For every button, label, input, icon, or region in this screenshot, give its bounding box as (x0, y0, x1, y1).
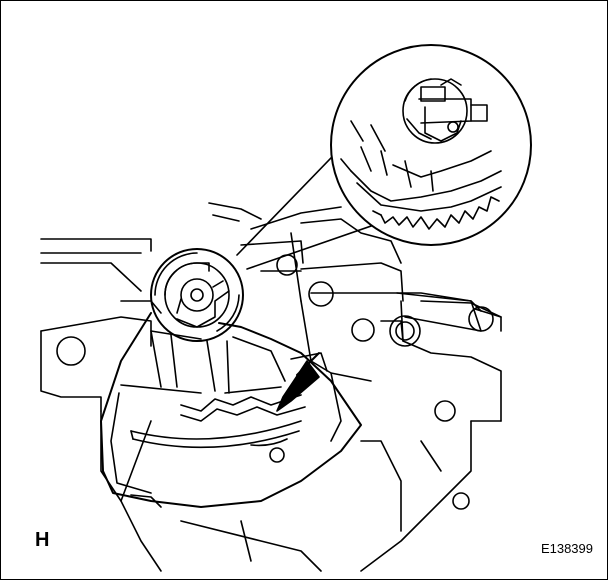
figure-code: E138399 (540, 541, 593, 556)
manual-valve-lever (100, 248, 362, 508)
transaxle-housing (40, 202, 502, 572)
view-label: H (35, 529, 50, 551)
arrow-down-left-icon (276, 352, 328, 412)
magnified-callout (330, 44, 532, 246)
